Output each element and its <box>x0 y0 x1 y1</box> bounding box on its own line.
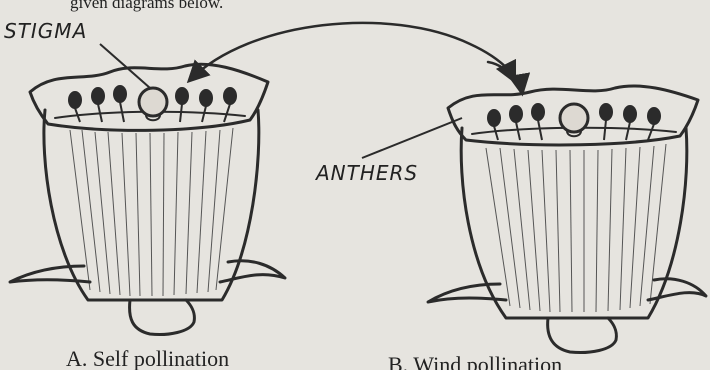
flower-a <box>10 64 285 334</box>
flower-b <box>428 86 706 353</box>
stigma-label: STIGMA <box>4 19 87 43</box>
flower-a-stigma <box>139 88 167 120</box>
pollen-transfer-arrow <box>190 23 522 92</box>
anthers-label: ANTHERS <box>314 161 418 185</box>
caption-a: A. Self pollination <box>66 346 229 370</box>
flower-b-stigma <box>560 104 588 136</box>
intro-text: given diagrams below. <box>70 0 223 12</box>
caption-b: B. Wind pollination <box>388 352 562 370</box>
flower-b-hatching <box>486 144 666 312</box>
flower-a-hatching <box>70 128 233 296</box>
anthers-pointer-line <box>362 118 462 158</box>
stigma-pointer-line <box>100 44 150 88</box>
